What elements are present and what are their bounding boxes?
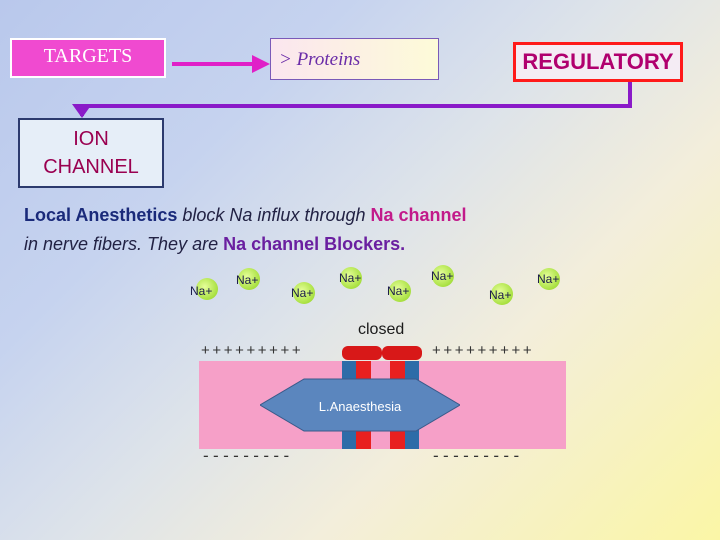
ion-arrowhead xyxy=(72,104,92,118)
na-ion-ball xyxy=(196,278,218,300)
na-ion-ball xyxy=(538,268,560,290)
na-ion-ball xyxy=(491,283,513,305)
na-ion-label: Na+ xyxy=(339,271,362,285)
minus-charges-left: --------- xyxy=(203,446,294,465)
na-ion-ball xyxy=(293,282,315,304)
na-ion-ball xyxy=(238,268,260,290)
na-ion-label: Na+ xyxy=(387,284,410,298)
na-channel-term: Na channel xyxy=(370,205,467,225)
targets-to-proteins-arrowhead xyxy=(252,55,270,73)
na-ion-label: Na+ xyxy=(291,286,314,300)
na-ion-label: Na+ xyxy=(489,288,512,302)
regulatory-label: REGULATORY xyxy=(522,49,674,74)
closed-label: closed xyxy=(358,321,405,338)
ion-channel-label-line1: ION xyxy=(73,128,109,150)
proteins-box: > Proteins xyxy=(270,38,439,80)
description-line-1: Local Anesthetics block Na influx throug… xyxy=(24,205,467,226)
channel-gate-left xyxy=(342,346,382,360)
na-ion-label: Na+ xyxy=(190,284,213,298)
blocker-label: L.Anaesthesia xyxy=(318,399,402,414)
na-ion-ball xyxy=(432,265,454,287)
channel-gate-right xyxy=(382,346,422,360)
regulatory-box: REGULATORY xyxy=(513,42,683,82)
blockers-term: Na channel Blockers. xyxy=(223,234,406,254)
targets-box: TARGETS xyxy=(10,38,166,78)
minus-charges-right: --------- xyxy=(433,446,524,465)
na-ion-label: Na+ xyxy=(537,272,560,286)
local-anesthetics-term: Local Anesthetics xyxy=(24,205,178,225)
ion-channel-box: ION CHANNEL xyxy=(18,118,164,188)
plus-charges-left: +++++++++ xyxy=(201,342,304,359)
description-line-2: in nerve fibers. They are Na channel Blo… xyxy=(24,234,405,255)
description-text-2: in nerve fibers. They are xyxy=(24,234,224,254)
na-ion-label: Na+ xyxy=(236,273,259,287)
blocker-label-wrap: L.Anaesthesia xyxy=(260,398,460,416)
ion-channel-label-line2: CHANNEL xyxy=(43,156,139,178)
description-text: block Na influx through xyxy=(177,205,371,225)
proteins-label: > Proteins xyxy=(279,49,361,70)
na-ion-ball xyxy=(389,280,411,302)
targets-label: TARGETS xyxy=(43,45,133,67)
na-ion-ball xyxy=(340,267,362,289)
plus-charges-right: +++++++++ xyxy=(432,342,535,359)
blocker-shape xyxy=(260,378,460,432)
na-ion-label: Na+ xyxy=(431,269,454,283)
